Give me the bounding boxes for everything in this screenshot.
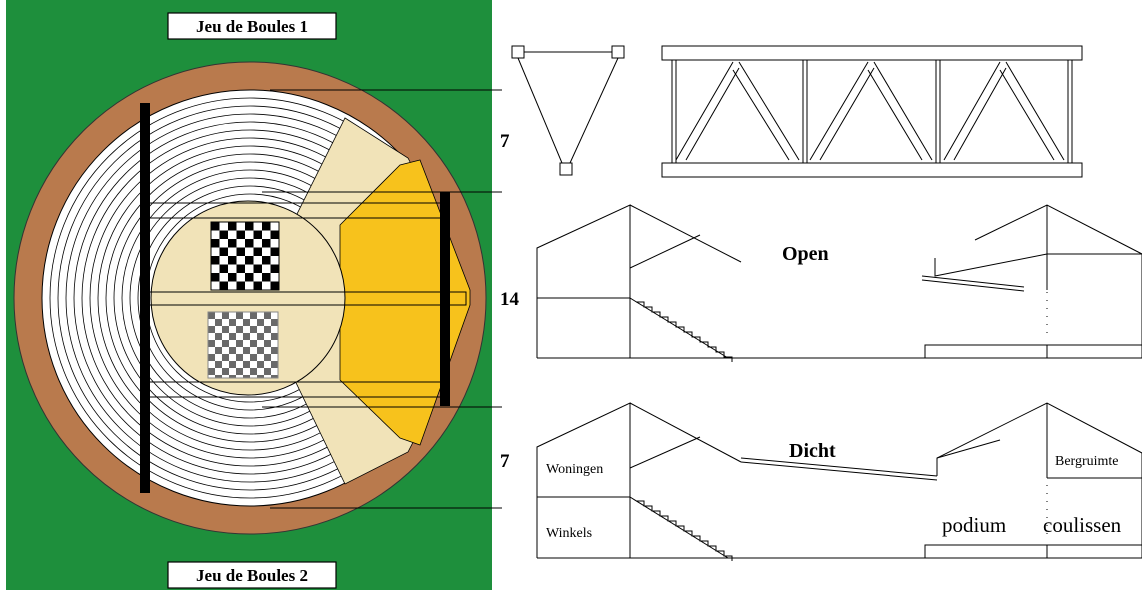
- dimension-upper: 7: [500, 131, 510, 152]
- top-label: Jeu de Boules 1: [196, 17, 308, 36]
- bottom-label: Jeu de Boules 2: [196, 566, 308, 585]
- truss-cross-section: [511, 45, 625, 176]
- room-housing: Woningen: [546, 462, 603, 477]
- central-court: [150, 200, 346, 396]
- room-shops: Winkels: [546, 526, 592, 541]
- closed-title: Dicht: [789, 440, 836, 462]
- room-wings: coulissen: [1043, 513, 1122, 537]
- plan-view: Jeu de Boules 1 Jeu de Boules 2: [6, 0, 492, 590]
- room-storage: Bergruimte: [1055, 454, 1119, 469]
- open-title: Open: [782, 243, 829, 265]
- stage-area: [339, 159, 471, 446]
- section-open: [536, 204, 1142, 362]
- section-closed: [536, 402, 1142, 561]
- dimension-middle: 14: [500, 289, 520, 310]
- beam-right: [440, 192, 450, 406]
- dimension-lower: 7: [500, 451, 510, 472]
- beam-left: [140, 103, 150, 493]
- chessboard-top: [210, 221, 280, 291]
- chessboard-bottom: [207, 311, 279, 379]
- dimension-leaders: [262, 89, 502, 509]
- room-podium: podium: [942, 513, 1006, 537]
- plan-guide-lines: [146, 202, 467, 398]
- truss-elevation: [661, 45, 1083, 178]
